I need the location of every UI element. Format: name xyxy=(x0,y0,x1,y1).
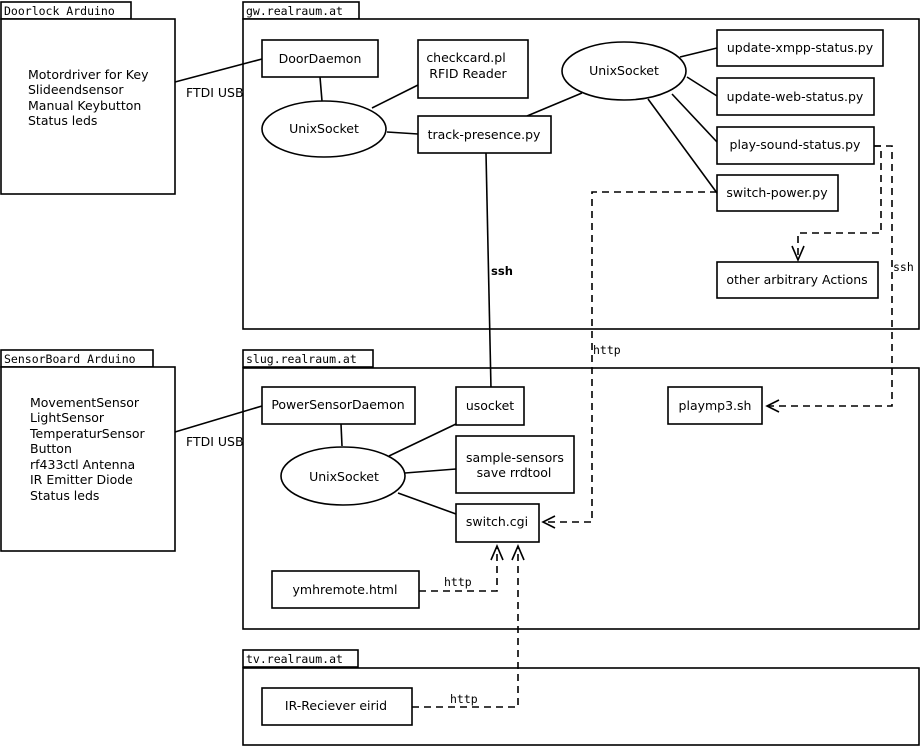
node-ir-receiver: IR-Reciever eirid xyxy=(261,687,413,726)
node-label: track-presence.py xyxy=(428,127,541,142)
solid-connectors xyxy=(174,47,718,515)
doorlock-item: Slideendsensor xyxy=(28,82,124,97)
node-checkcard: checkcard.pl RFID Reader xyxy=(417,39,529,99)
package-label-doorlock: Doorlock Arduino xyxy=(4,4,115,18)
sensorboard-item: rf433ctl Antenna xyxy=(30,457,135,472)
node-label: DoorDaemon xyxy=(279,51,362,66)
node-switch-power: switch-power.py xyxy=(716,174,839,212)
package-doorlock-arduino: Doorlock Arduino Motordriver for Key Sli… xyxy=(0,1,176,195)
doorlock-item: Motordriver for Key xyxy=(28,67,149,82)
sensorboard-item: TemperaturSensor xyxy=(29,426,145,441)
node-label: checkcard.pl xyxy=(426,50,505,65)
edge-labels: FTDI USB FTDI USB ssh ssh http http http xyxy=(186,85,914,706)
sensorboard-item: Status leds xyxy=(30,488,99,503)
node-label: other arbitrary Actions xyxy=(726,272,867,287)
node-label: IR-Reciever eirid xyxy=(285,698,387,713)
node-update-web-status: update-web-status.py xyxy=(716,77,875,116)
edge-label-http-switch: http xyxy=(593,343,621,357)
edge-label-ssh-play: ssh xyxy=(893,260,914,274)
node-sample-sensors: sample-sensors save rrdtool xyxy=(455,435,575,494)
node-label: switch.cgi xyxy=(466,514,528,529)
node-label: update-web-status.py xyxy=(727,89,864,104)
node-update-xmpp-status: update-xmpp-status.py xyxy=(716,29,884,67)
node-other-actions: other arbitrary Actions xyxy=(716,261,879,299)
node-gw-unixsocket-2: UnixSocket xyxy=(561,41,687,101)
edge-label-http-ir: http xyxy=(450,692,478,706)
sensorboard-item: MovementSensor xyxy=(30,395,140,410)
sensorboard-item: LightSensor xyxy=(30,410,105,425)
package-sensorboard-arduino: SensorBoard Arduino MovementSensor Light… xyxy=(0,349,176,552)
node-label: playmp3.sh xyxy=(679,398,752,413)
node-label: play-sound-status.py xyxy=(730,137,862,152)
dashed-connectors xyxy=(412,145,893,708)
node-label: switch-power.py xyxy=(726,185,828,200)
node-label: usocket xyxy=(466,398,514,413)
sensorboard-item: Button xyxy=(30,441,72,456)
node-label: update-xmpp-status.py xyxy=(727,40,874,55)
node-label: PowerSensorDaemon xyxy=(271,397,404,412)
edge-label-http-ymh: http xyxy=(444,575,472,589)
doorlock-item: Status leds xyxy=(28,113,97,128)
node-slug-unixsocket: UnixSocket xyxy=(280,446,406,506)
sensorboard-item: IR Emitter Diode xyxy=(30,472,133,487)
node-label: RFID Reader xyxy=(429,66,507,81)
node-track-presence: track-presence.py xyxy=(417,115,552,154)
package-label-gw: gw.realraum.at xyxy=(246,4,343,18)
node-play-sound-status: play-sound-status.py xyxy=(716,126,875,165)
package-label-tv: tv.realraum.at xyxy=(246,652,343,666)
node-label: UnixSocket xyxy=(289,121,359,136)
doorlock-item: Manual Keybutton xyxy=(28,98,141,113)
doorlock-item-list: Motordriver for Key Slideendsensor Manua… xyxy=(28,67,149,128)
package-label-sensorboard: SensorBoard Arduino xyxy=(4,352,136,366)
node-gw-unixsocket: UnixSocket xyxy=(261,100,387,158)
edge-label-ssh-track: ssh xyxy=(491,264,513,278)
node-label: UnixSocket xyxy=(309,469,379,484)
edge-label-ftdi-door: FTDI USB xyxy=(186,85,244,100)
node-label: UnixSocket xyxy=(589,63,659,78)
node-switch-cgi: switch.cgi xyxy=(455,503,540,543)
node-label: save rrdtool xyxy=(477,465,552,480)
node-ymhremote: ymhremote.html xyxy=(271,570,420,609)
node-label: sample-sensors xyxy=(466,450,564,465)
sensorboard-item-list: MovementSensor LightSensor TemperaturSen… xyxy=(29,395,145,503)
edge-label-ftdi-sensor: FTDI USB xyxy=(186,434,244,449)
package-label-slug: slug.realraum.at xyxy=(246,352,357,366)
node-door-daemon: DoorDaemon xyxy=(261,39,379,78)
node-label: ymhremote.html xyxy=(293,582,398,597)
node-playmp3: playmp3.sh xyxy=(667,386,763,425)
node-power-sensor-daemon: PowerSensorDaemon xyxy=(261,386,416,425)
node-usocket: usocket xyxy=(455,386,525,426)
